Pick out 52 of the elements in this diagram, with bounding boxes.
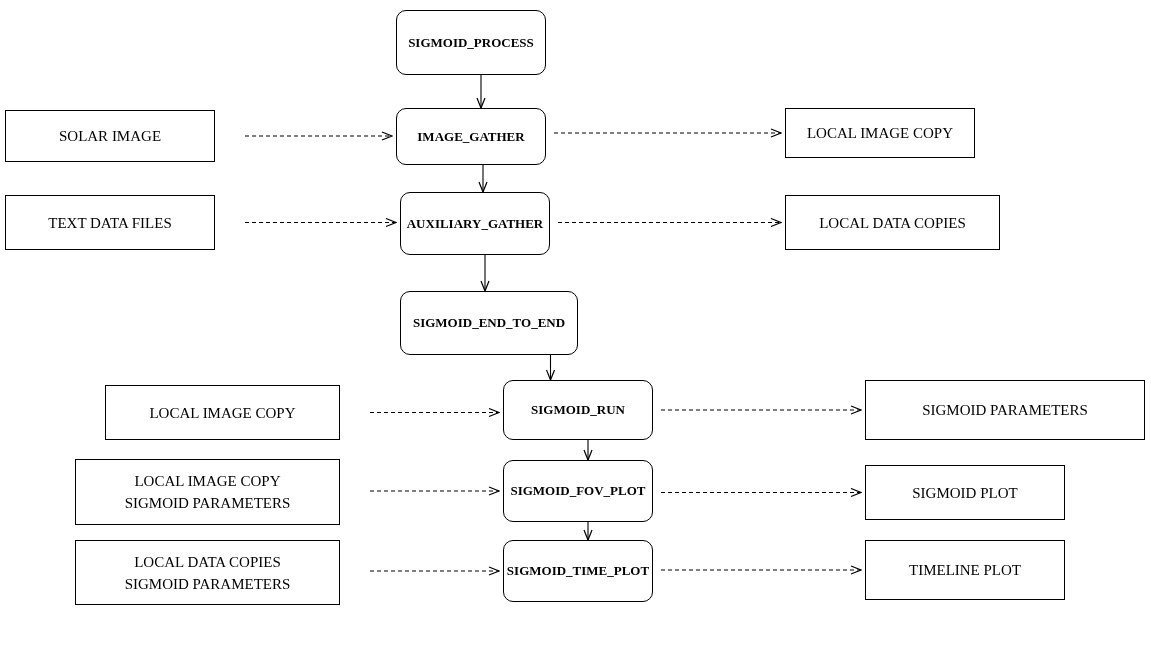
data-box bbox=[5, 110, 215, 162]
box-label: SIGMOID_RUN bbox=[531, 401, 625, 419]
arrow bbox=[660, 405, 862, 415]
arrow bbox=[244, 131, 393, 141]
box-label: SIGMOID PARAMETERS bbox=[124, 574, 291, 594]
data-box bbox=[75, 540, 340, 605]
process-box bbox=[396, 10, 546, 75]
box-label: SOLAR IMAGE bbox=[58, 127, 162, 146]
data-box bbox=[865, 540, 1065, 600]
process-box bbox=[503, 460, 653, 522]
arrow bbox=[545, 354, 556, 381]
data-box bbox=[75, 459, 340, 525]
arrow bbox=[583, 521, 593, 541]
data-box bbox=[865, 465, 1065, 520]
arrow bbox=[369, 566, 500, 576]
box-label: TIMELINE PLOT bbox=[908, 561, 1022, 580]
box-label: SIGMOID PARAMETERS bbox=[922, 401, 1088, 420]
box-label: SIGMOID PARAMETERS bbox=[124, 494, 291, 513]
arrow bbox=[660, 565, 862, 575]
process-box bbox=[503, 540, 653, 602]
process-box bbox=[503, 380, 653, 440]
box-label: LOCAL DATA COPIES bbox=[134, 552, 281, 572]
data-box bbox=[5, 195, 215, 250]
box-label: LOCAL IMAGE COPY bbox=[806, 124, 954, 143]
box-label: LOCAL IMAGE COPY bbox=[149, 403, 296, 423]
arrow bbox=[478, 164, 488, 193]
arrow bbox=[553, 128, 782, 138]
box-label: SIGMOID_END_TO_END bbox=[412, 314, 566, 332]
box-label: LOCAL IMAGE COPY bbox=[134, 472, 281, 491]
arrow bbox=[480, 254, 490, 292]
box-label: AUXILIARY_GATHER bbox=[406, 214, 544, 233]
process-box bbox=[400, 192, 550, 255]
box-label: TEXT DATA FILES bbox=[48, 213, 172, 233]
arrow bbox=[244, 217, 397, 228]
data-box bbox=[865, 380, 1145, 440]
arrow bbox=[583, 439, 593, 461]
arrow bbox=[660, 487, 862, 498]
arrow bbox=[369, 407, 500, 418]
process-box bbox=[400, 291, 578, 355]
data-box bbox=[105, 385, 340, 440]
box-label: IMAGE_GATHER bbox=[417, 127, 525, 146]
box-label: SIGMOID_PROCESS bbox=[408, 33, 534, 52]
arrow bbox=[557, 217, 782, 228]
data-box bbox=[785, 195, 1000, 250]
box-label: SIGMOID_TIME_PLOT bbox=[506, 562, 650, 580]
box-label: LOCAL DATA COPIES bbox=[819, 213, 966, 233]
box-label: SIGMOID PLOT bbox=[912, 483, 1018, 503]
arrow bbox=[476, 74, 486, 109]
arrow bbox=[369, 486, 500, 496]
box-label: SIGMOID_FOV_PLOT bbox=[510, 482, 646, 500]
data-box bbox=[785, 108, 975, 158]
process-box bbox=[396, 108, 546, 165]
